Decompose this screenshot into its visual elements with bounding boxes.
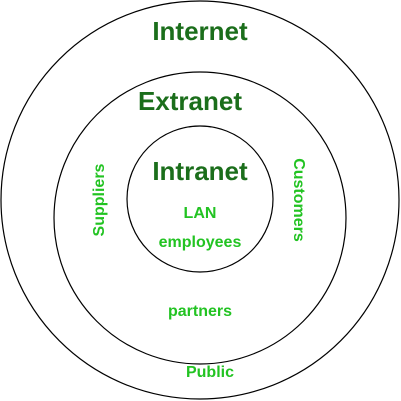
extranet-member-suppliers: Suppliers [91, 163, 108, 236]
intranet-member-lan: LAN [184, 205, 217, 222]
extranet-member-customers: Customers [290, 158, 307, 242]
internet-member-public: Public [186, 364, 234, 381]
intranet-member-employees: employees [159, 234, 242, 251]
intranet-title: Intranet [152, 156, 248, 186]
internet-title: Internet [152, 16, 248, 46]
extranet-ring [53, 71, 347, 365]
extranet-member-partners: partners [168, 303, 232, 320]
extranet-title: Extranet [138, 86, 242, 116]
intranet-ring [126, 125, 274, 273]
